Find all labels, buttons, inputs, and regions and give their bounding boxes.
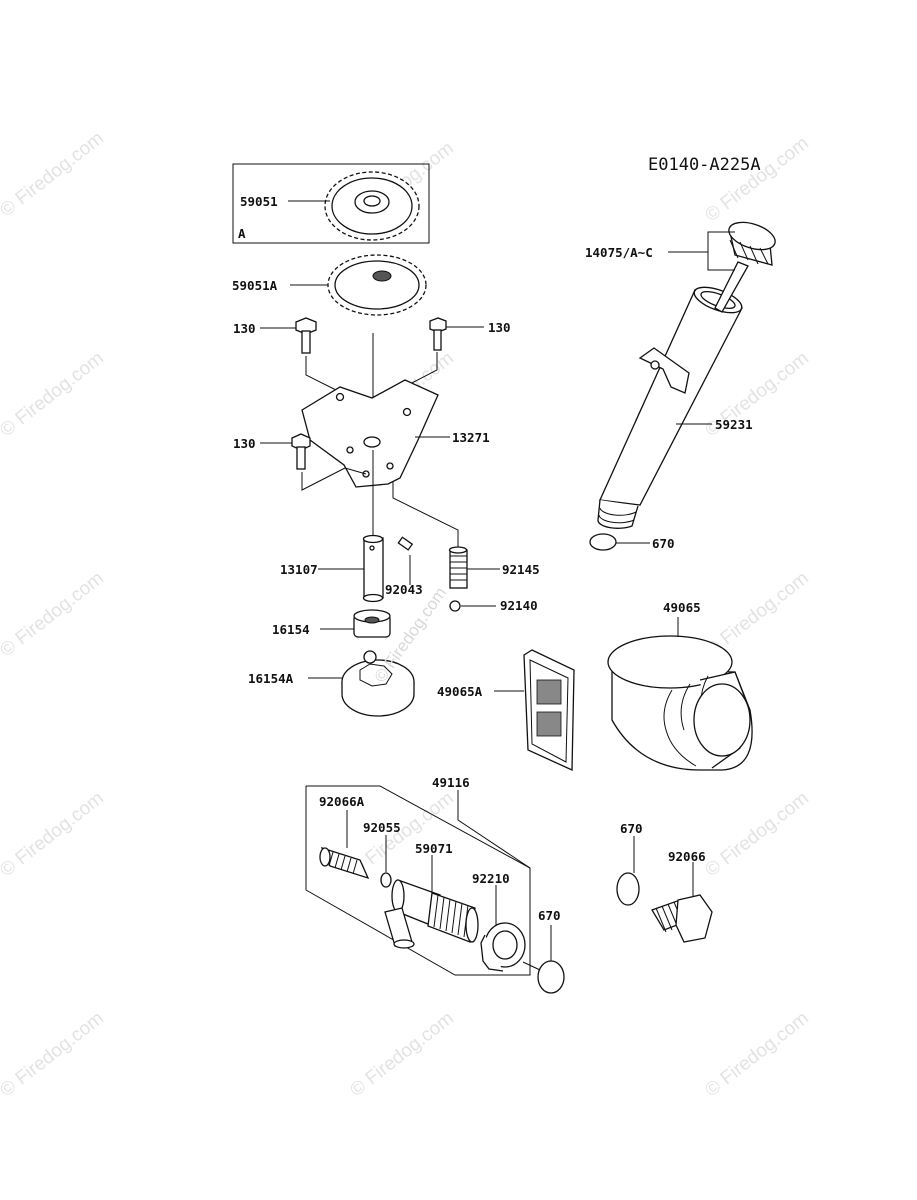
label-59051a: 59051A	[232, 278, 278, 293]
gear-59051a-icon	[327, 254, 427, 316]
oil-filter-49065-icon	[607, 635, 753, 771]
drain-plug-92066-icon	[651, 894, 713, 943]
bolt-130-icon	[295, 317, 317, 354]
rotor-16154-icon	[353, 609, 391, 638]
kit-box-a	[232, 163, 430, 244]
o-ring-670-icon	[537, 960, 565, 994]
label-14075: 14075/A~C	[585, 245, 653, 260]
label-130-right: 130	[488, 320, 511, 335]
o-ring-92055-icon	[380, 872, 392, 888]
rotor-16154a-icon	[341, 650, 415, 717]
label-49116: 49116	[432, 775, 470, 790]
ball-92140-icon	[449, 600, 461, 612]
spring-92145-icon	[448, 546, 468, 589]
kit-outline-49116	[305, 786, 531, 976]
bolt-130-icon	[429, 317, 447, 351]
label-92145: 92145	[502, 562, 540, 577]
o-ring-670-icon	[616, 872, 640, 906]
box-letter: A	[238, 226, 246, 241]
label-49065: 49065	[663, 600, 701, 615]
gear-59051-icon	[324, 171, 420, 241]
label-92043: 92043	[385, 582, 423, 597]
label-92066: 92066	[668, 849, 706, 864]
label-49065a: 49065A	[437, 684, 483, 699]
o-ring-670-icon	[589, 533, 617, 551]
fitting-59071-icon	[384, 879, 479, 949]
label-130-left-bottom: 130	[233, 436, 256, 451]
label-92066a: 92066A	[319, 794, 365, 809]
dipstick-14075-icon	[714, 221, 776, 313]
label-92210: 92210	[472, 871, 510, 886]
label-92055: 92055	[363, 820, 401, 835]
bolt-130-icon	[291, 433, 311, 470]
pump-cover-13271-icon	[301, 379, 439, 488]
strainer-49065a-icon	[523, 649, 575, 772]
pin-92043-icon	[397, 536, 414, 551]
fitting-92066a-icon	[319, 846, 370, 880]
label-670-bottom: 670	[538, 908, 561, 923]
label-16154a: 16154A	[248, 671, 294, 686]
label-670-top: 670	[652, 536, 675, 551]
label-59071: 59071	[415, 841, 453, 856]
label-92140: 92140	[500, 598, 538, 613]
label-59051: 59051	[240, 194, 278, 209]
shaft-13107-icon	[362, 534, 384, 603]
label-13107: 13107	[280, 562, 318, 577]
nut-92210-icon	[480, 922, 526, 972]
label-16154: 16154	[272, 622, 310, 637]
label-13271: 13271	[452, 430, 490, 445]
label-670-right: 670	[620, 821, 643, 836]
diagram-code: E0140-A225A	[648, 155, 761, 175]
label-59231: 59231	[715, 417, 753, 432]
label-130-left-top: 130	[233, 321, 256, 336]
filler-tube-59231-icon	[597, 286, 743, 529]
